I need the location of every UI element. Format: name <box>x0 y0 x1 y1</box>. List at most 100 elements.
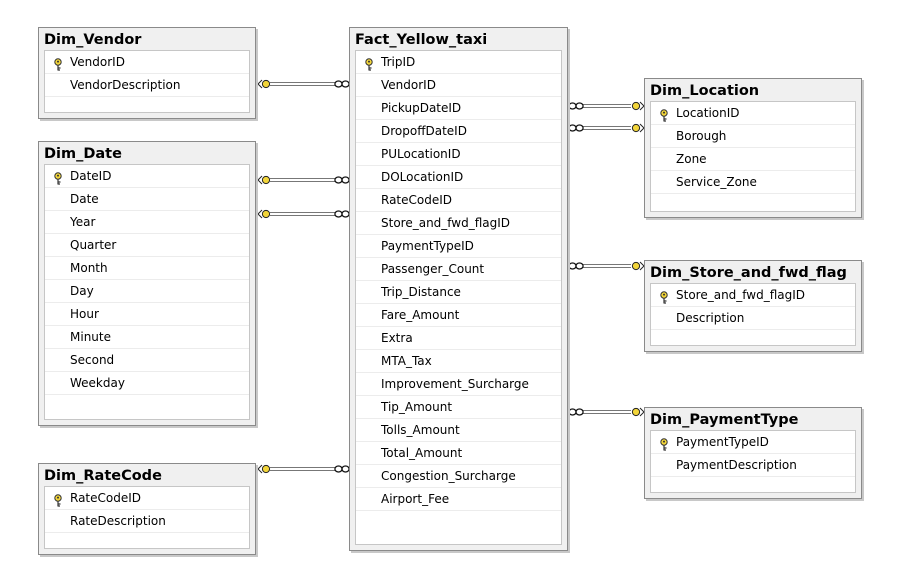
column-row[interactable]: Passenger_Count <box>356 258 561 281</box>
table-title: Dim_Vendor <box>44 32 142 48</box>
column-name: VendorID <box>381 78 436 92</box>
primary-key-column-row[interactable]: LocationID <box>651 102 855 125</box>
column-row[interactable]: Congestion_Surcharge <box>356 465 561 488</box>
infinity-icon <box>568 102 584 110</box>
column-name: Month <box>70 261 108 275</box>
column-row[interactable]: Second <box>45 349 249 372</box>
column-list: TripID VendorID PickupDateID DropoffDateID P… <box>355 50 562 545</box>
primary-key-column-row[interactable]: RateCodeID <box>45 487 249 510</box>
column-row[interactable]: Date <box>45 188 249 211</box>
column-row[interactable]: Tolls_Amount <box>356 419 561 442</box>
column-row[interactable]: Minute <box>45 326 249 349</box>
column-row[interactable]: VendorID <box>356 74 561 97</box>
column-list: RateCodeID RateDescription <box>44 486 250 549</box>
column-row[interactable]: Trip_Distance <box>356 281 561 304</box>
rel-vendor <box>257 79 350 89</box>
column-row[interactable]: PULocationID <box>356 143 561 166</box>
column-name: Weekday <box>70 376 125 390</box>
column-name: VendorID <box>70 55 125 69</box>
rel-dropoff-date <box>257 209 350 219</box>
column-row[interactable]: Year <box>45 211 249 234</box>
column-name: Total_Amount <box>381 446 463 460</box>
column-row[interactable]: Quarter <box>45 234 249 257</box>
column-name: DropoffDateID <box>381 124 467 138</box>
rel-do-location <box>568 123 645 133</box>
column-list: Store_and_fwd_flagID Description <box>650 283 856 346</box>
column-row[interactable]: Hour <box>45 303 249 326</box>
column-row[interactable]: Day <box>45 280 249 303</box>
column-name: DOLocationID <box>381 170 464 184</box>
infinity-icon <box>334 176 350 184</box>
column-name: PickupDateID <box>381 101 462 115</box>
column-name: Date <box>70 192 99 206</box>
column-row[interactable]: Tip_Amount <box>356 396 561 419</box>
column-name: RateDescription <box>70 514 166 528</box>
column-name: Minute <box>70 330 111 344</box>
key-end-icon <box>257 79 271 89</box>
column-row[interactable]: MTA_Tax <box>356 350 561 373</box>
column-row[interactable]: RateCodeID <box>356 189 561 212</box>
column-list: VendorID VendorDescription <box>44 50 250 113</box>
column-name: PaymentTypeID <box>381 239 474 253</box>
column-name: MTA_Tax <box>381 354 432 368</box>
infinity-icon <box>334 465 350 473</box>
column-row[interactable]: DOLocationID <box>356 166 561 189</box>
column-name: VendorDescription <box>70 78 181 92</box>
column-row[interactable]: Zone <box>651 148 855 171</box>
column-name: Borough <box>676 129 727 143</box>
column-name: Tolls_Amount <box>381 423 460 437</box>
column-row[interactable]: PaymentDescription <box>651 454 855 477</box>
rel-pu-location <box>568 101 645 111</box>
key-end-icon <box>631 407 645 417</box>
primary-key-column-row[interactable]: PaymentTypeID <box>651 431 855 454</box>
column-name: Store_and_fwd_flagID <box>676 288 806 302</box>
infinity-icon <box>568 124 584 132</box>
table-title: Dim_Location <box>650 83 760 99</box>
column-row[interactable]: RateDescription <box>45 510 249 533</box>
column-row[interactable]: Extra <box>356 327 561 350</box>
column-row[interactable]: Store_and_fwd_flagID <box>356 212 561 235</box>
key-icon <box>52 492 64 507</box>
column-row[interactable]: VendorDescription <box>45 74 249 97</box>
rel-ratecode <box>257 464 350 474</box>
column-row[interactable]: Month <box>45 257 249 280</box>
key-icon <box>363 56 375 71</box>
key-icon <box>658 107 670 122</box>
column-row[interactable]: DropoffDateID <box>356 120 561 143</box>
column-name: Airport_Fee <box>381 492 450 506</box>
primary-key-column-row[interactable]: TripID <box>356 51 561 74</box>
column-name: Hour <box>70 307 99 321</box>
primary-key-column-row[interactable]: DateID <box>45 165 249 188</box>
column-name: Zone <box>676 152 707 166</box>
column-name: Second <box>70 353 115 367</box>
column-row[interactable]: Improvement_Surcharge <box>356 373 561 396</box>
key-end-icon <box>257 464 271 474</box>
infinity-icon <box>334 210 350 218</box>
column-row[interactable]: Borough <box>651 125 855 148</box>
column-row[interactable]: Weekday <box>45 372 249 395</box>
column-row[interactable]: Description <box>651 307 855 330</box>
column-row[interactable]: PaymentTypeID <box>356 235 561 258</box>
key-icon <box>658 436 670 451</box>
column-row[interactable]: Airport_Fee <box>356 488 561 511</box>
column-name: Fare_Amount <box>381 308 460 322</box>
column-row[interactable]: Fare_Amount <box>356 304 561 327</box>
column-name: Tip_Amount <box>381 400 453 414</box>
column-name: Day <box>70 284 94 298</box>
column-row[interactable]: Total_Amount <box>356 442 561 465</box>
column-name: LocationID <box>676 106 740 120</box>
table-title: Fact_Yellow_taxi <box>355 32 488 48</box>
column-row[interactable]: PickupDateID <box>356 97 561 120</box>
column-name: Extra <box>381 331 413 345</box>
primary-key-column-row[interactable]: Store_and_fwd_flagID <box>651 284 855 307</box>
column-name: DateID <box>70 169 112 183</box>
primary-key-column-row[interactable]: VendorID <box>45 51 249 74</box>
column-row[interactable]: Service_Zone <box>651 171 855 194</box>
